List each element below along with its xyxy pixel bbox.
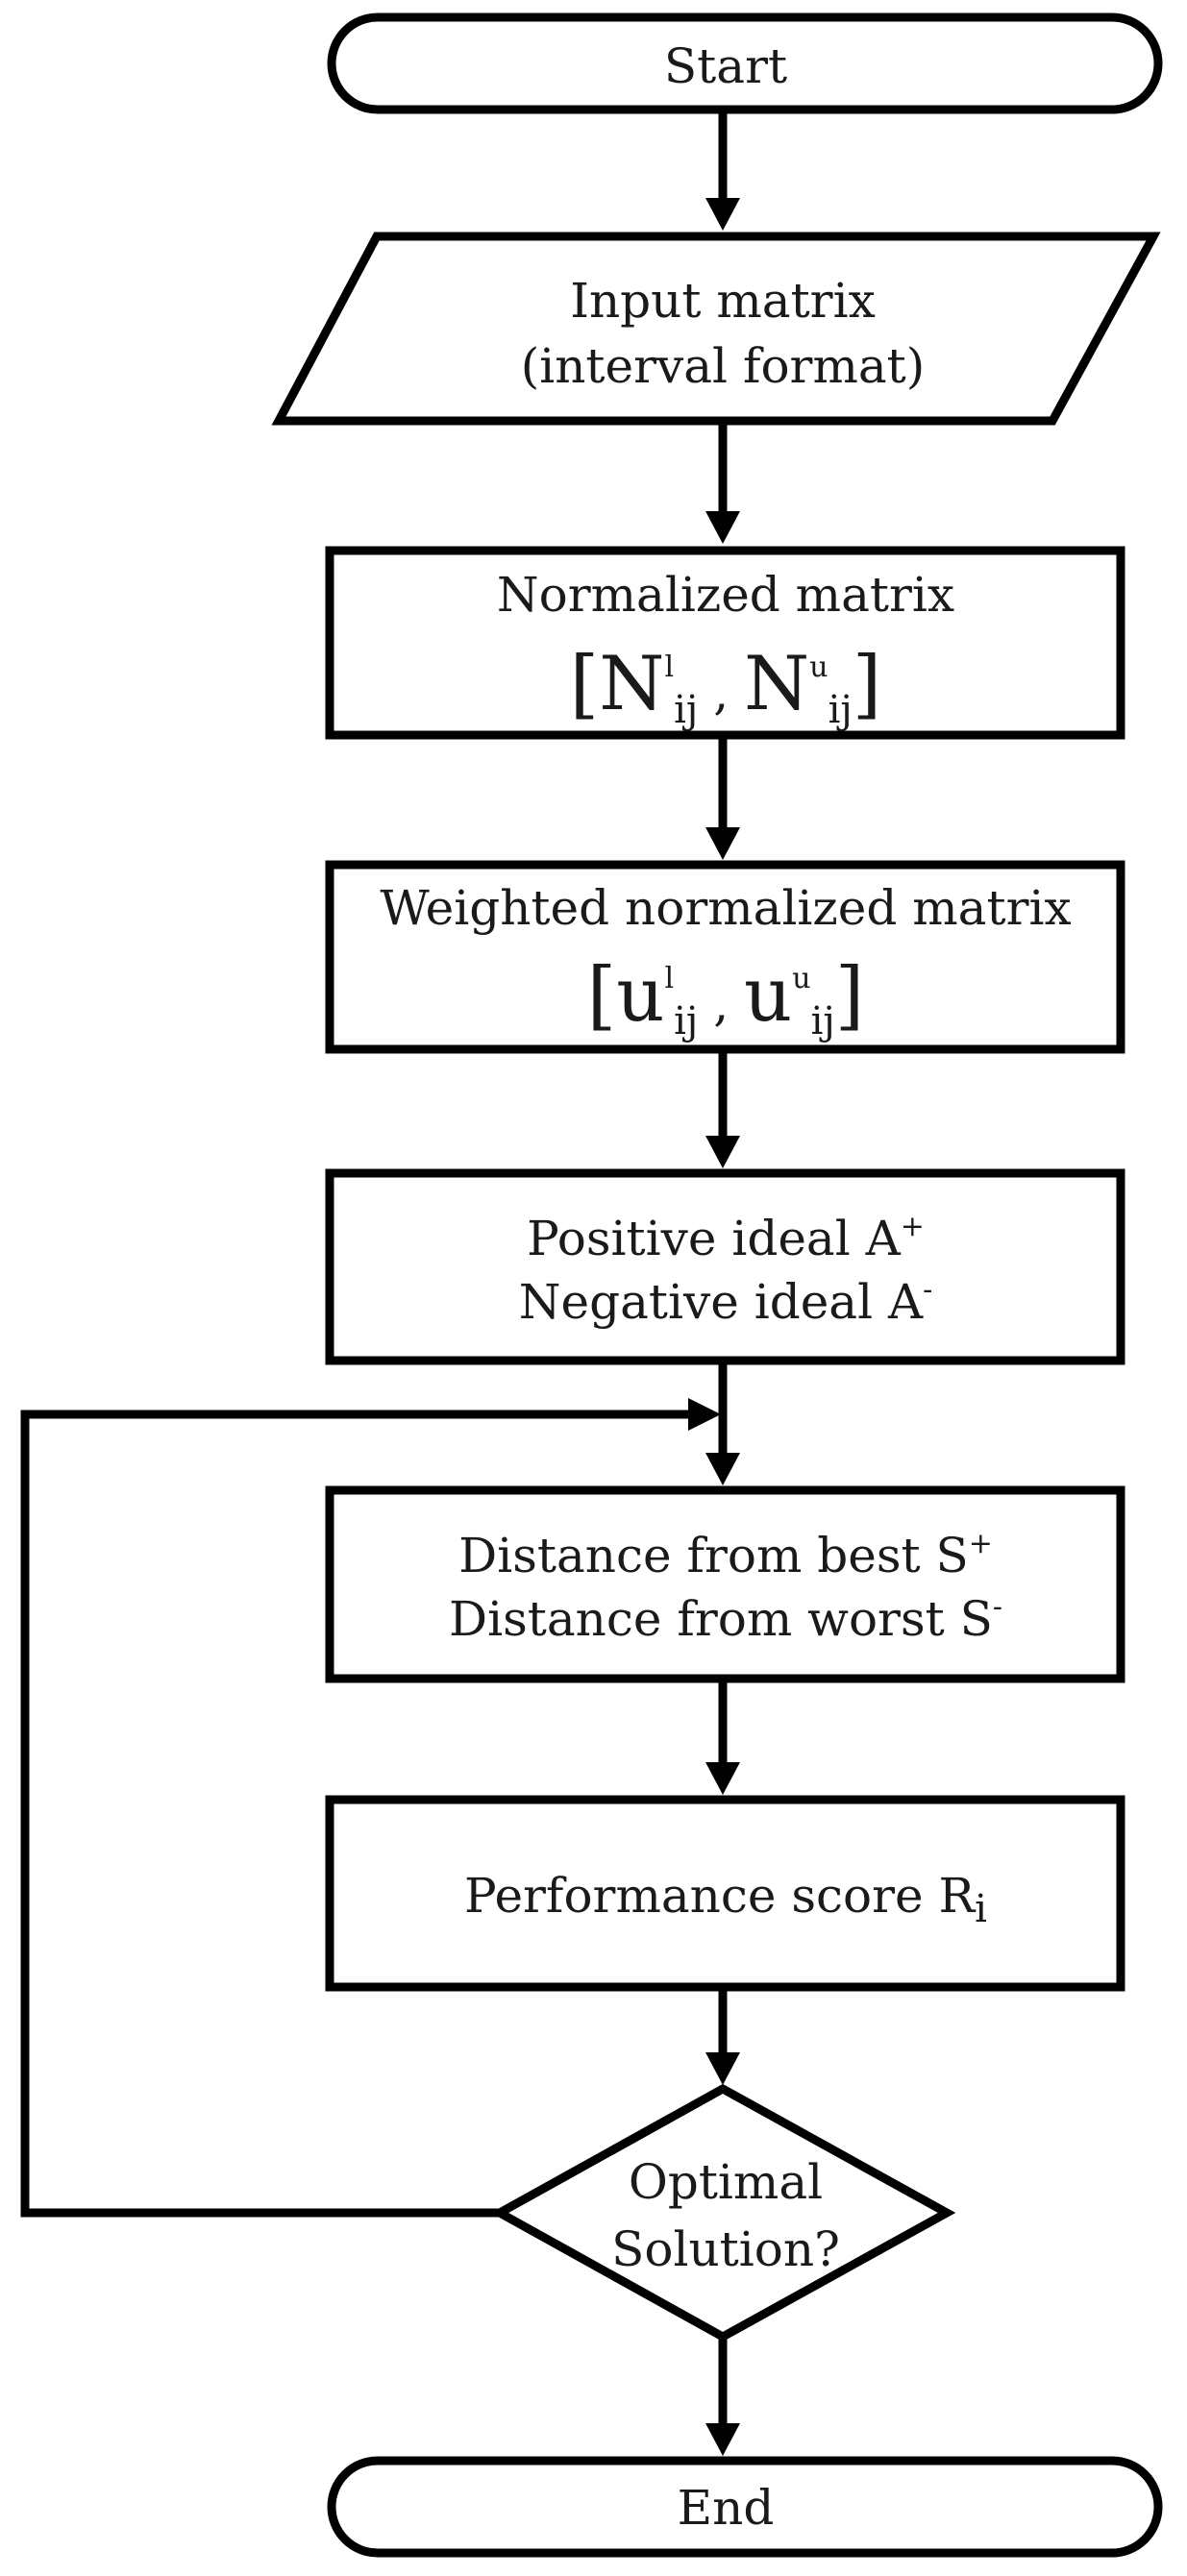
formula-lower-base: N xyxy=(599,641,664,727)
formula-bracket-close: ] xyxy=(853,641,881,727)
decision-label-line2: Solution? xyxy=(611,2221,840,2277)
negative-ideal-sup: - xyxy=(923,1273,932,1307)
formula-lower-sub: ij xyxy=(674,688,698,732)
start-label: Start xyxy=(664,38,787,94)
distance-worst-text: Distance from worst S xyxy=(449,1591,993,1647)
input-label-line2: (interval format) xyxy=(521,338,926,394)
end-node: End xyxy=(327,2456,1163,2558)
performance-text: Performance score R xyxy=(464,1868,976,1924)
arrow-start-to-input xyxy=(705,110,740,231)
arrow-input-to-normalized xyxy=(705,421,740,544)
formula-lower-sub: ij xyxy=(674,999,698,1043)
ideal-solutions-node: Positive ideal A+ Negative ideal A- xyxy=(325,1168,1125,1365)
formula-lower-sup: l xyxy=(664,962,674,995)
weighted-matrix-formula: [ulij , uuij] xyxy=(587,952,864,1043)
decision-label-line1: Optimal xyxy=(629,2154,823,2210)
negative-ideal-label: Negative ideal A- xyxy=(519,1273,933,1330)
formula-lower-base: u xyxy=(616,952,664,1039)
weighted-matrix-node: Weighted normalized matrix [ulij , uuij] xyxy=(325,860,1125,1054)
normalized-matrix-formula: [Nlij , Nuij] xyxy=(570,641,881,732)
formula-upper-sup: u xyxy=(809,650,828,684)
formula-separator: , xyxy=(698,976,744,1032)
distance-best-label: Distance from best S+ xyxy=(458,1527,993,1583)
decision-node: Optimal Solution? xyxy=(490,2083,956,2343)
distance-worst-label: Distance from worst S- xyxy=(449,1590,1002,1647)
formula-bracket-close: ] xyxy=(835,952,864,1039)
formula-separator: , xyxy=(698,665,744,721)
arrow-performance-to-decision xyxy=(705,1987,740,2085)
start-node: Start xyxy=(327,12,1163,114)
performance-sub: i xyxy=(975,1887,987,1931)
weighted-matrix-title: Weighted normalized matrix xyxy=(380,880,1071,936)
input-label-line1: Input matrix xyxy=(570,273,876,329)
formula-upper-sub: ij xyxy=(828,688,853,732)
positive-ideal-sup: + xyxy=(901,1210,925,1243)
arrow-normalized-to-weighted xyxy=(705,735,740,860)
formula-bracket-open: [ xyxy=(570,641,599,727)
normalized-matrix-title: Normalized matrix xyxy=(497,567,954,623)
distance-best-text: Distance from best S xyxy=(458,1528,969,1583)
arrow-distance-to-performance xyxy=(705,1679,740,1795)
input-node: Input matrix (interval format) xyxy=(271,232,1161,426)
arrow-decision-to-end xyxy=(705,2337,740,2456)
performance-node: Performance score Ri xyxy=(325,1795,1125,1992)
distance-node: Distance from best S+ Distance from wors… xyxy=(325,1485,1125,1683)
positive-ideal-text: Positive ideal A xyxy=(527,1211,901,1266)
formula-upper-sup: u xyxy=(792,962,810,995)
arrow-ideal-to-distance xyxy=(705,1361,740,1485)
negative-ideal-text: Negative ideal A xyxy=(519,1274,924,1330)
distance-worst-sup: - xyxy=(993,1590,1002,1624)
formula-bracket-open: [ xyxy=(587,952,616,1039)
formula-upper-base: N xyxy=(744,641,809,727)
formula-lower-sup: l xyxy=(664,650,674,684)
normalized-matrix-node: Normalized matrix [Nlij , Nuij] xyxy=(325,546,1125,740)
positive-ideal-label: Positive ideal A+ xyxy=(527,1210,925,1266)
formula-upper-sub: ij xyxy=(811,999,835,1043)
arrow-loop-back xyxy=(20,1398,721,2218)
arrow-weighted-to-ideal xyxy=(705,1049,740,1168)
end-label: End xyxy=(678,2480,775,2536)
performance-label: Performance score Ri xyxy=(464,1868,987,1931)
distance-best-sup: + xyxy=(969,1527,993,1560)
formula-upper-base: u xyxy=(744,952,792,1039)
